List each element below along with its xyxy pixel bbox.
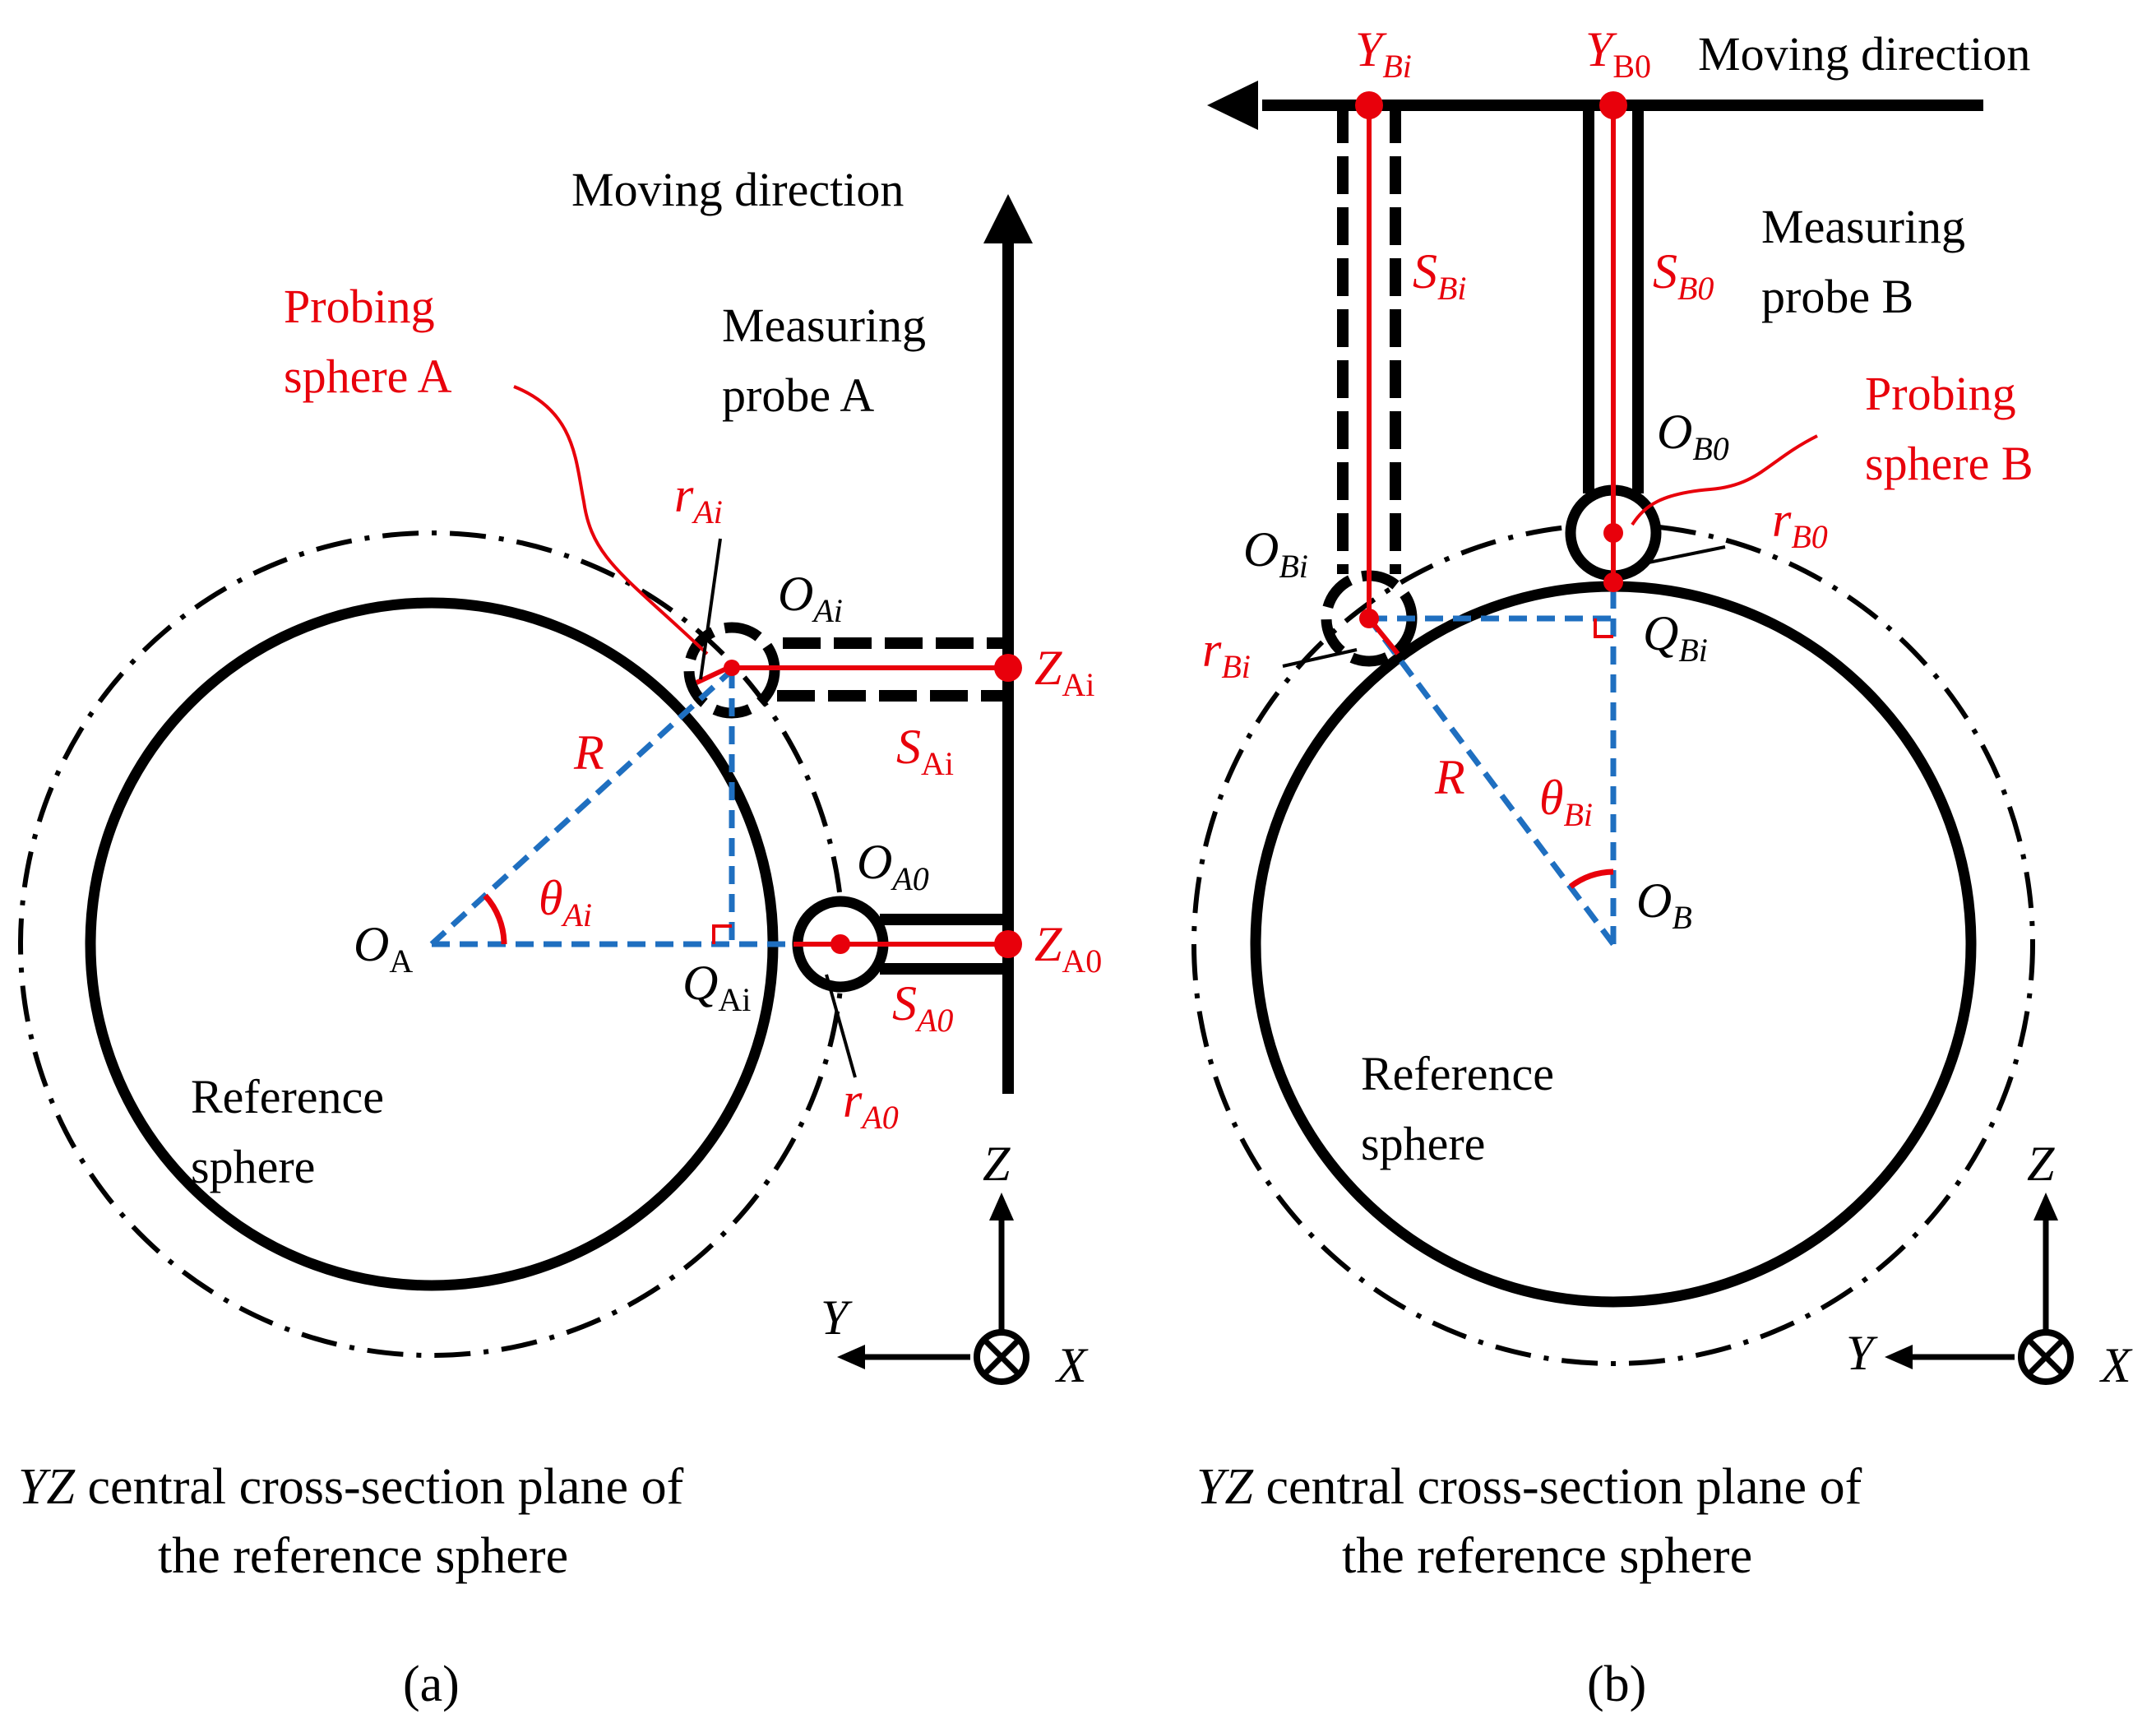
- leader-r-b0: [1640, 545, 1726, 566]
- panel-a: Moving direction Measuring probe A Probi…: [18, 163, 1102, 1712]
- label-o-a0: OA0: [857, 835, 929, 897]
- point-oai: [724, 660, 740, 676]
- x-axis-cross-a2: [983, 1339, 1020, 1375]
- z-axis-arrow-b: [2033, 1193, 2058, 1220]
- label-q-bi: QBi: [1643, 606, 1708, 669]
- label-r-ai: rAi: [674, 468, 723, 530]
- caption-b-line-2: the reference sphere: [1342, 1528, 1752, 1584]
- probing-sphere-b-label-1: Probing: [1865, 367, 2016, 420]
- x-axis-cross-b2: [2028, 1339, 2064, 1375]
- radius-line-a: [429, 668, 734, 947]
- probing-sphere-b-label-2: sphere B: [1865, 437, 2033, 490]
- label-q-ai: QAi: [682, 956, 751, 1018]
- label-o-ai: OAi: [778, 567, 843, 629]
- panel-tag-a: (a): [403, 1656, 460, 1712]
- z-axis-arrow-a: [989, 1193, 1014, 1220]
- reference-sphere-b-label-2: sphere: [1361, 1117, 1485, 1170]
- label-y-bi: YBi: [1355, 22, 1412, 85]
- panel-tag-b: (b): [1587, 1656, 1646, 1712]
- panel-b: Moving direction Measuring probe B Probi…: [1191, 22, 2133, 1712]
- radius-line-b: [1367, 616, 1616, 947]
- axis-label-x-a: X: [1055, 1338, 1089, 1392]
- right-angle-b: [1594, 618, 1613, 638]
- axis-label-y-b: Y: [1846, 1326, 1878, 1380]
- caption-a-line-2: the reference sphere: [158, 1528, 568, 1584]
- label-o-b0: OB0: [1657, 405, 1729, 467]
- moving-direction-arrow-a: [983, 194, 1033, 243]
- label-r-b: R: [1434, 750, 1465, 804]
- label-r-a: R: [573, 725, 604, 780]
- axis-label-z-a: Z: [983, 1137, 1011, 1191]
- leader-r-a0: [825, 974, 857, 1078]
- label-s-ai: SAi: [896, 720, 954, 782]
- point-oa0: [830, 934, 850, 954]
- moving-direction-arrow-b: [1207, 81, 1258, 130]
- moving-direction-label-a: Moving direction: [571, 163, 904, 216]
- label-theta-ai: θAi: [539, 871, 592, 933]
- caption-b-line-1: YZ central cross-section plane of: [1196, 1459, 1862, 1515]
- point-zai: [994, 654, 1022, 682]
- measuring-probe-a-label-2: probe A: [722, 368, 874, 422]
- probing-sphere-a-label-2: sphere A: [284, 350, 452, 403]
- angle-arc-b: [1568, 868, 1614, 889]
- axis-label-y-a: Y: [821, 1290, 853, 1345]
- label-s-a0: SA0: [892, 976, 953, 1039]
- point-za0: [994, 930, 1022, 958]
- reference-sphere-a-label-1: Reference: [191, 1070, 384, 1123]
- point-ob0: [1603, 523, 1623, 543]
- label-o-b: OB: [1636, 873, 1692, 936]
- point-ybi: [1355, 91, 1383, 119]
- leader-probing-sphere-a: [513, 385, 709, 655]
- point-obi: [1359, 609, 1379, 628]
- label-s-b0: SB0: [1653, 244, 1714, 307]
- label-z-a0: ZA0: [1034, 917, 1102, 980]
- axis-label-x-b: X: [2099, 1338, 2133, 1392]
- reference-sphere-a-label-2: sphere: [191, 1140, 315, 1193]
- label-r-a0: rA0: [843, 1073, 899, 1136]
- leader-r-ai: [699, 538, 722, 680]
- leader-probing-sphere-b: [1631, 434, 1818, 526]
- label-z-ai: ZAi: [1034, 641, 1094, 703]
- y-axis-arrow-b: [1885, 1345, 1913, 1369]
- label-o-bi: OBi: [1243, 522, 1308, 585]
- label-y-b0: YB0: [1585, 22, 1651, 85]
- caption-a-line-1: YZ central cross-section plane of: [18, 1459, 684, 1515]
- label-theta-bi: θBi: [1539, 771, 1593, 833]
- label-r-b0: rB0: [1772, 493, 1828, 555]
- right-angle-a: [712, 924, 732, 944]
- point-qbi: [1603, 572, 1623, 592]
- label-r-bi: rBi: [1202, 623, 1251, 685]
- probing-sphere-a-label-1: Probing: [284, 280, 435, 333]
- angle-arc-a: [483, 893, 507, 945]
- axis-label-z-b: Z: [2027, 1137, 2055, 1191]
- measuring-probe-b-label-2: probe B: [1761, 270, 1913, 323]
- point-yb0: [1599, 91, 1627, 119]
- y-axis-arrow-a: [837, 1345, 865, 1369]
- measuring-probe-a-label-1: Measuring: [722, 299, 926, 352]
- measuring-probe-b-label-1: Measuring: [1761, 200, 1965, 253]
- leader-r-bi: [1282, 648, 1358, 668]
- moving-direction-label-b: Moving direction: [1698, 27, 2030, 81]
- label-s-bi: SBi: [1413, 244, 1467, 307]
- label-o-a: OA: [354, 917, 413, 980]
- reference-sphere-b-label-1: Reference: [1361, 1047, 1554, 1100]
